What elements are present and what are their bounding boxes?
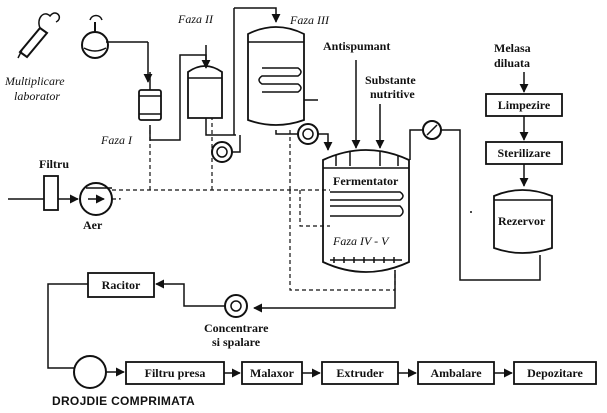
melasa-label: Melasa xyxy=(494,41,531,55)
diluata-label: diluata xyxy=(494,56,530,70)
lab-test-tube-icon xyxy=(17,12,61,59)
limpezire-box: Limpezire xyxy=(485,93,563,117)
antispumant-label: Antispumant xyxy=(323,39,390,53)
rezervor-label: Rezervor xyxy=(498,214,546,228)
malaxor-box: Malaxor xyxy=(241,361,303,385)
air-compressor-icon xyxy=(79,182,113,216)
multiplicare-label: Multiplicare xyxy=(4,74,65,88)
ambalare-box: Ambalare xyxy=(417,361,495,385)
faza-2-label: Faza II xyxy=(177,12,214,26)
air-filter-icon xyxy=(43,175,59,211)
fermentator-vessel xyxy=(322,149,410,273)
pump-faza-2-icon xyxy=(211,141,233,163)
extruder-label: Extruder xyxy=(336,366,384,380)
racitor-box: Racitor xyxy=(87,272,155,298)
drojdie-comprimata-label: DROJDIE COMPRIMATA xyxy=(52,394,195,408)
faza-1-vessel xyxy=(138,89,162,121)
flow-meter-gauge-icon xyxy=(422,120,442,140)
sterilizare-label: Sterilizare xyxy=(497,146,551,160)
faza-4-5-label: Faza IV - V xyxy=(332,234,390,248)
sterilizare-box: Sterilizare xyxy=(485,141,563,165)
faza-2-vessel xyxy=(187,65,223,119)
filtru-label: Filtru xyxy=(39,157,69,171)
aer-label: Aer xyxy=(83,218,103,232)
malaxor-label: Malaxor xyxy=(250,366,295,380)
limpezire-label: Limpezire xyxy=(498,98,551,112)
laborator-label: laborator xyxy=(14,89,60,103)
faza-3-label: Faza III xyxy=(289,13,330,27)
drojdie-separator-icon xyxy=(73,355,107,389)
filtru-presa-label: Filtru presa xyxy=(145,366,206,380)
fermentator-label: Fermentator xyxy=(333,174,399,188)
filtru-presa-box: Filtru presa xyxy=(125,361,225,385)
spalare-label: si spalare xyxy=(212,335,261,349)
substante-label: Substante xyxy=(365,73,416,87)
faza-1-label: Faza I xyxy=(100,133,133,147)
lab-flask-icon xyxy=(81,14,148,59)
pump-faza-3-icon xyxy=(297,123,319,145)
racitor-label: Racitor xyxy=(102,278,141,292)
depozitare-label: Depozitare xyxy=(527,366,583,380)
concentrator-pump-icon xyxy=(224,294,248,318)
nutritive-label: nutritive xyxy=(370,87,415,101)
faza-3-vessel xyxy=(247,26,305,126)
extruder-box: Extruder xyxy=(321,361,399,385)
concentrare-label: Concentrare xyxy=(204,321,269,335)
ambalare-label: Ambalare xyxy=(430,366,482,380)
depozitare-box: Depozitare xyxy=(513,361,597,385)
rezervor-vessel xyxy=(493,189,553,254)
